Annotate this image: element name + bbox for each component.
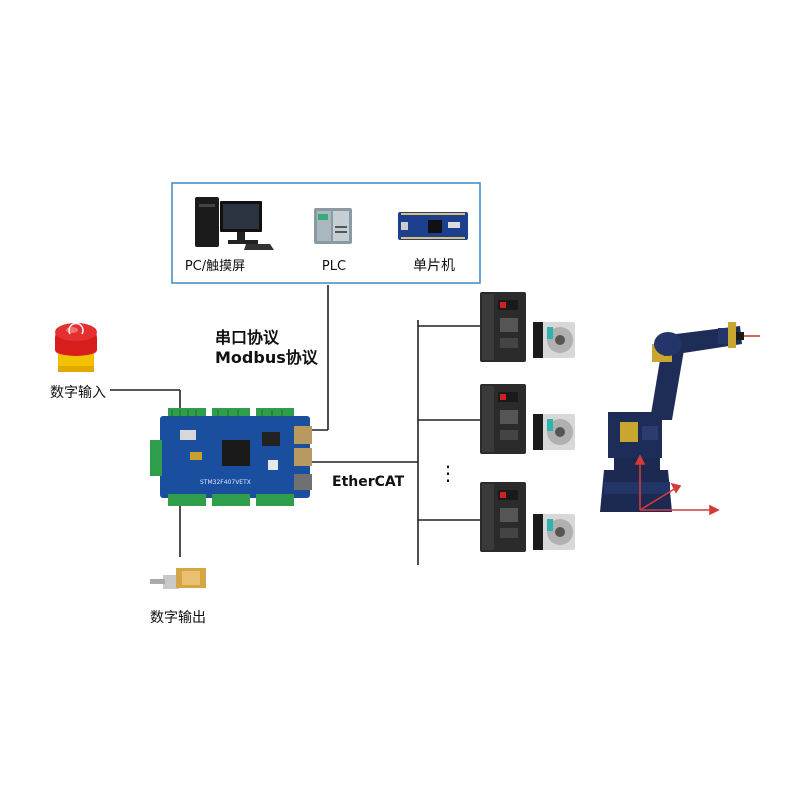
servo-drive-icon bbox=[480, 384, 526, 454]
mcu-label: 单片机 bbox=[413, 258, 455, 274]
emergency-stop-button-icon bbox=[55, 322, 97, 372]
servo-unit-1 bbox=[480, 292, 575, 362]
digital-input-label: 数字输入 bbox=[50, 385, 106, 401]
ethercat-label: EtherCAT bbox=[332, 474, 405, 490]
solenoid-valve-icon bbox=[150, 568, 206, 589]
controller-board: STM32F407VETX bbox=[150, 408, 312, 506]
servo-drive-icon bbox=[480, 482, 526, 552]
plc-label: PLC bbox=[322, 259, 346, 274]
servo-unit-3 bbox=[480, 482, 575, 552]
servo-motor-icon bbox=[533, 322, 575, 358]
chip-silkscreen-text: STM32F407VETX bbox=[200, 479, 251, 486]
servo-motor-icon bbox=[533, 414, 575, 450]
connection-lines bbox=[110, 285, 480, 565]
pc-monitor-icon bbox=[195, 197, 274, 250]
robot-arm-icon bbox=[600, 322, 760, 516]
servo-drive-icon bbox=[480, 292, 526, 362]
servo-unit-2 bbox=[480, 384, 575, 454]
plc-icon bbox=[314, 208, 352, 244]
pc-touchscreen-label: PC/触摸屏 bbox=[185, 259, 245, 274]
servo-motor-icon bbox=[533, 514, 575, 550]
microcontroller-board-icon bbox=[398, 212, 468, 240]
modbus-protocol-label: Modbus协议 bbox=[215, 348, 319, 367]
serial-protocol-label: 串口协议 bbox=[215, 328, 280, 347]
more-servos-ellipsis: ⋮ bbox=[438, 461, 458, 485]
digital-output-label: 数字输出 bbox=[150, 610, 206, 626]
